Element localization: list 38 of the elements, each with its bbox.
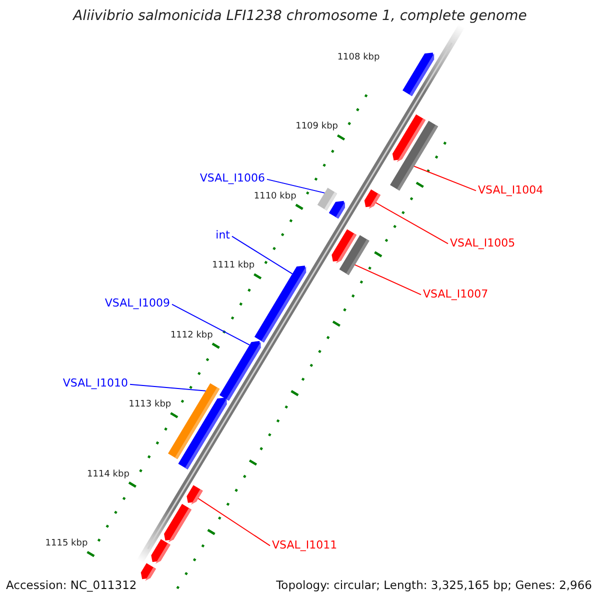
leader-line — [232, 236, 293, 274]
gene-feature — [364, 189, 380, 209]
gene-feature — [219, 341, 261, 401]
leader-line — [172, 304, 250, 346]
scale-label: 1114 kbp — [87, 469, 130, 480]
leader-line — [198, 498, 270, 546]
gene-feature — [254, 266, 306, 342]
genome-info: Topology: circular; Length: 3,325,165 bp; Genes: 2,966 — [276, 579, 592, 593]
scale-label: 1111 kbp — [212, 260, 255, 272]
gene-feature — [402, 52, 434, 96]
gene-feature — [151, 539, 170, 564]
gene-label: VSAL_I1009 — [104, 296, 170, 310]
gene-label: VSAL_I1007 — [423, 287, 488, 301]
scale-label: 1110 kbp — [254, 192, 296, 202]
gene-feature — [140, 563, 156, 581]
gene-feature — [164, 504, 192, 542]
gene-label: VSAL_I1005 — [450, 236, 516, 250]
accession-note: Accession: NC_011312 — [6, 579, 137, 593]
gene-label: VSAL_I1006 — [200, 171, 265, 185]
scale-label: 1109 kbp — [296, 122, 338, 133]
gene-label: VSAL_I1011 — [272, 538, 338, 552]
scale-label: 1113 kbp — [128, 400, 172, 411]
leader-line — [266, 178, 326, 194]
gene-feature — [390, 120, 438, 191]
leader-line — [414, 166, 476, 192]
leader-line — [375, 202, 448, 244]
leader-line — [130, 384, 206, 392]
map-title: Aliivibrio salmonicida LFI1238 chromosome 1, complete genome — [72, 8, 528, 25]
gene-label: VSAL_I1010 — [62, 376, 128, 390]
gene-feature — [328, 200, 345, 219]
gene-feature — [186, 485, 203, 505]
scale-label: 1112 kbp — [170, 330, 213, 342]
scale-label: 1108 kbp — [337, 52, 380, 64]
gene-label: int — [216, 228, 230, 242]
scale-label: 1115 kbp — [45, 538, 88, 550]
gene-feature — [339, 235, 370, 276]
gene-feature — [178, 398, 227, 470]
gene-label: VSAL_I1004 — [478, 183, 544, 197]
